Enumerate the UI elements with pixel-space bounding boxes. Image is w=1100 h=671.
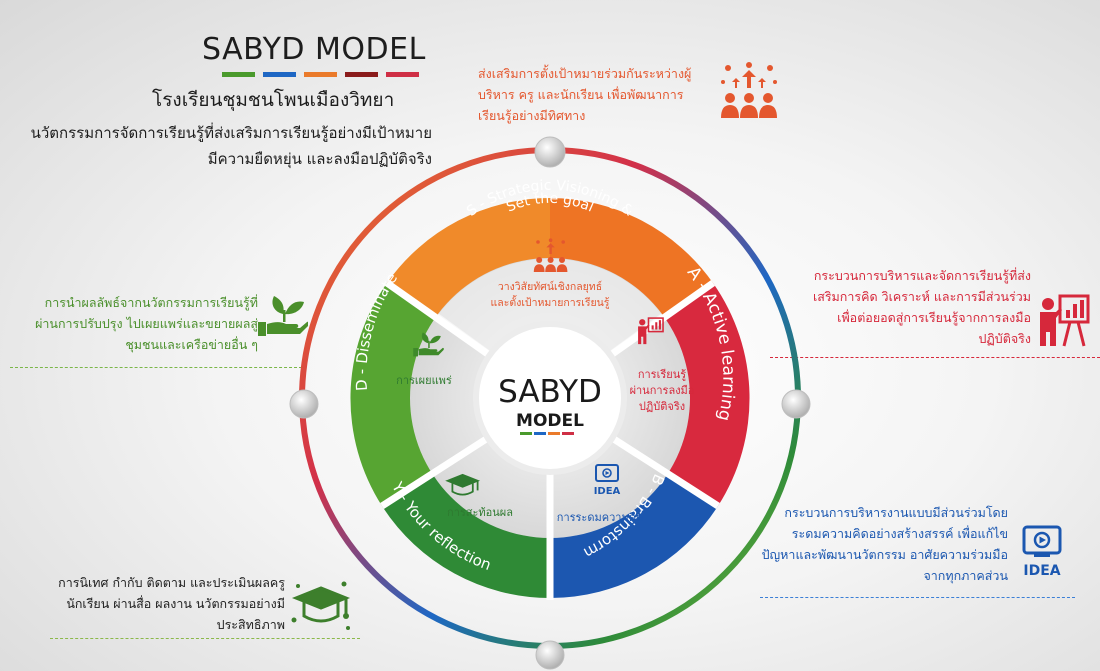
center-label-line2: MODEL xyxy=(516,411,584,431)
color-bars xyxy=(222,72,419,77)
color-bar-green xyxy=(222,72,255,77)
inner-brainstorm: IDEA การระดมความคิด xyxy=(557,464,643,524)
inner-reflection: การสะท้อนผล xyxy=(445,473,513,519)
color-bar-maroon xyxy=(345,72,378,77)
ring-knob-bottom xyxy=(535,640,565,670)
inner-strategic-line1: วางวิสัยทัศน์เชิงกลยุทธ์ xyxy=(498,280,602,293)
inner-brainstorm-label: การระดมความคิด xyxy=(557,511,643,524)
inner-strategic: วางวิสัยทัศน์เชิงกลยุทธ์ และตั้งเป้าหมาย… xyxy=(491,238,610,309)
color-bar-blue xyxy=(263,72,296,77)
page-title: SABYD MODEL xyxy=(202,32,426,67)
model-description: นวัตกรรมการจัดการเรียนรู้ที่ส่งเสริมการเ… xyxy=(30,124,432,168)
divider-bottom-left xyxy=(50,638,360,639)
segment-brainstorm xyxy=(550,462,718,598)
ring-knob-left xyxy=(289,389,319,419)
inner-idea-label: IDEA xyxy=(594,486,621,497)
inner-disseminate-label: การเผยแพร่ xyxy=(396,374,452,387)
idea-label: IDEA xyxy=(1023,563,1060,578)
inner-active-line3: ปฏิบัติจริง xyxy=(639,400,685,413)
ring-knob-top xyxy=(534,136,566,168)
callout-disseminate: การนำผลลัพธ์จากนวัตกรรมการเรียนรู้ที่ผ่า… xyxy=(35,295,258,352)
callout-strategic: ส่งเสริมการตั้งเป้าหมายร่วมกันระหว่างผู้… xyxy=(478,66,692,123)
divider-bottom-right xyxy=(760,597,1075,598)
team-goal-icon xyxy=(721,62,777,118)
callout-reflection: การนิเทศ กำกับ ติดตาม และประเมินผลครู นั… xyxy=(58,575,285,632)
segment-strategic xyxy=(387,198,713,328)
school-name: โรงเรียนชุมชนโพนเมืองวิทยา xyxy=(152,89,395,111)
color-bar-orange xyxy=(304,72,337,77)
divider-right xyxy=(770,357,1100,358)
inner-disseminate: การเผยแพร่ xyxy=(396,332,452,387)
inner-active-line2: ผ่านการลงมือ xyxy=(630,384,695,397)
inner-reflection-label: การสะท้อนผล xyxy=(447,506,513,519)
inner-active-line1: การเรียนรู้ xyxy=(638,368,686,381)
presenter-icon xyxy=(1040,294,1090,347)
ring-knob-right xyxy=(781,389,811,419)
segment-reflection xyxy=(382,462,550,598)
callout-brainstorm: กระบวนการบริหารงานแบบมีส่วนร่วมโดยระดมคว… xyxy=(761,505,1008,583)
idea-monitor-icon: IDEA xyxy=(1022,525,1062,578)
divider-left xyxy=(10,367,302,368)
callout-active-learning: กระบวนการบริหารและจัดการเรียนรู้ที่ส่งเส… xyxy=(812,268,1031,346)
center-label-line1: SABYD xyxy=(498,374,602,410)
plant-hand-icon xyxy=(258,296,308,336)
color-bar-red xyxy=(386,72,419,77)
graduation-cap-icon xyxy=(291,581,351,630)
inner-strategic-line2: และตั้งเป้าหมายการเรียนรู้ xyxy=(491,295,610,309)
inner-active: การเรียนรู้ ผ่านการลงมือ ปฏิบัติจริง xyxy=(630,317,695,413)
